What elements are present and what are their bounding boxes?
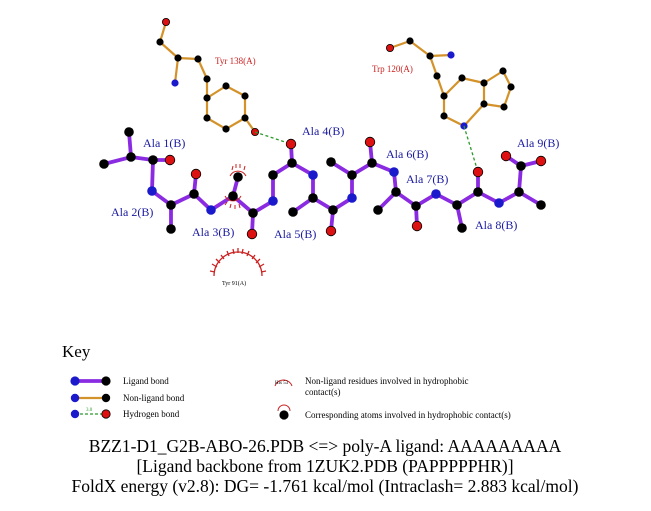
trp120-atoms [385,37,515,130]
legend-hydrophobic-example: His 53 [275,381,289,386]
hydrogen-bonds [254,125,479,173]
legend-nonligand-bond-c [101,393,111,403]
tyr138-atoms [156,17,259,136]
label-ala3: Ala 3(B) [192,225,234,239]
legend-hbond-label: Hydrogen bond [123,409,180,419]
legend-hydrophobic-atom-arc [277,404,291,412]
caption-line-3: FoldX energy (v2.8): DG= -1.761 kcal/mol… [72,476,579,496]
legend-hbond-o [101,409,111,419]
legend-ligand-bond-label: Ligand bond [123,376,169,386]
legend-ligand-bond-n [70,376,80,386]
ligand-atoms [99,127,547,240]
tyr91-label: Tyr 91(A) [222,280,246,287]
legend-hydrophobic-atom [279,410,289,420]
label-ala9: Ala 9(B) [517,136,559,150]
legend-hydrophobic-residue-arc [274,379,293,387]
legend-hbond-n [70,409,80,419]
label-ala5: Ala 5(B) [274,227,316,241]
legend-ligand-bond-c [101,376,111,386]
caption-line-1: BZZ1-D1_G2B-ABO-26.PDB <=> poly-A ligand… [89,436,562,456]
legend-hbond-distance: 3.0 [86,408,93,413]
label-ala1: Ala 1(B) [143,136,185,150]
hydrophobic-atom-marks [224,164,247,209]
ligand-residue-labels: Ala 1(B) Ala 2(B) Ala 3(B) Ala 4(B) Ala … [111,124,559,241]
tyr91-hydrophobic [209,248,267,277]
legend-hydrophobic-atom-label: Corresponding atoms involved in hydropho… [305,410,511,420]
label-ala2: Ala 2(B) [111,205,153,219]
legend-nonligand-bond-n [70,393,80,403]
label-ala6: Ala 6(B) [386,147,428,161]
label-ala4: Ala 4(B) [302,124,344,138]
legend-hydrophobic-residue-label-1: Non-ligand residues involved in hydropho… [305,376,468,386]
caption: BZZ1-D1_G2B-ABO-26.PDB <=> poly-A ligand… [72,436,579,496]
legend-nonligand-bond-label: Non-ligand bond [123,393,185,403]
caption-line-2: [Ligand backbone from 1ZUK2.PDB (PAPPPPP… [136,456,513,476]
legend-title: Key [62,342,91,361]
label-ala7: Ala 7(B) [406,172,448,186]
tyr138-label: Tyr 138(A) [215,56,256,66]
legend: Key Ligand bond Non-ligand bond 3.0 Hydr… [62,342,511,420]
legend-hydrophobic-residue-label-2: contact(s) [305,387,340,397]
label-ala8: Ala 8(B) [475,218,517,232]
trp120-label: Trp 120(A) [372,64,413,74]
